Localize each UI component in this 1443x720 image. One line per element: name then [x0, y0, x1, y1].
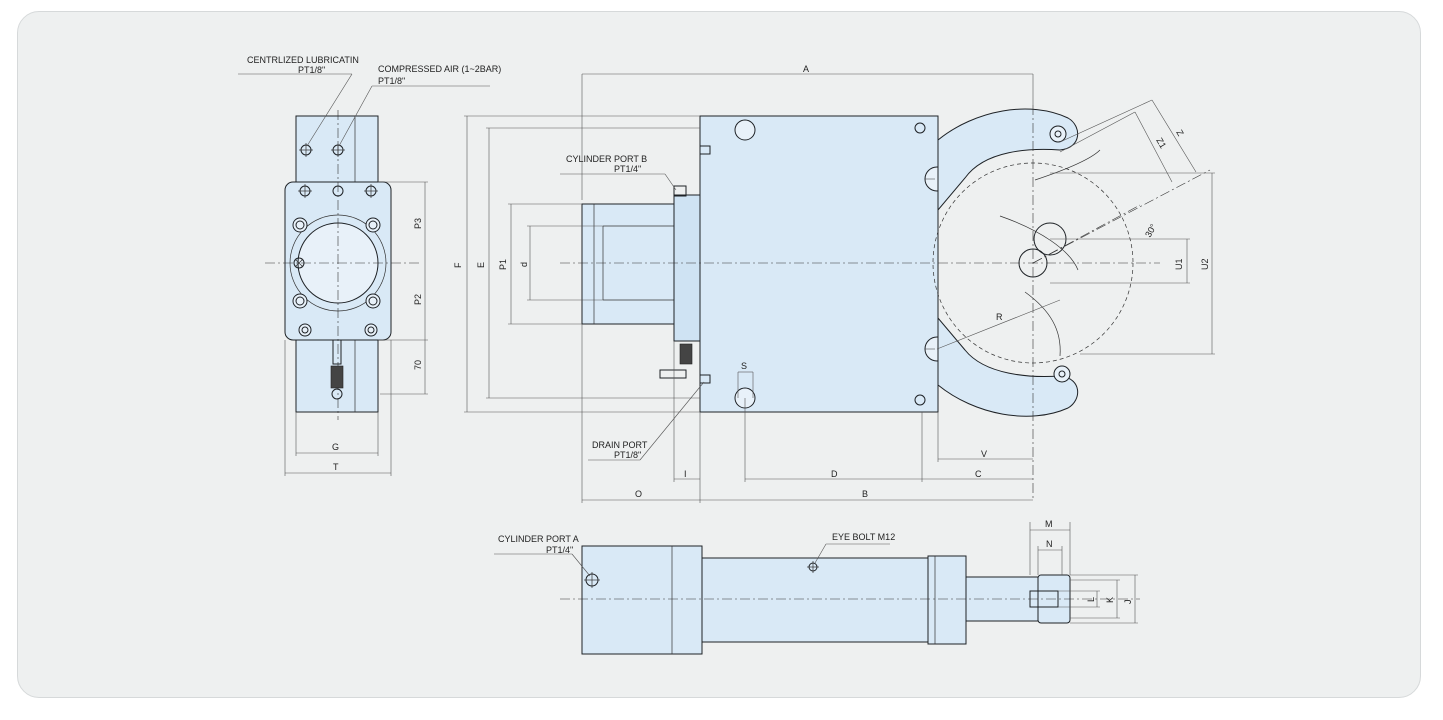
- dim-K: K: [1105, 597, 1115, 603]
- dim-Z1: Z1: [1154, 136, 1168, 150]
- air-spec: PT1/8": [378, 76, 405, 86]
- dim-M: M: [1045, 519, 1053, 529]
- dim-70: 70: [413, 360, 423, 370]
- dim-J: J: [1123, 600, 1133, 605]
- dim-U2: U2: [1200, 258, 1210, 270]
- port-b-spec: PT1/4": [614, 164, 641, 174]
- dim-P3: P3: [413, 218, 423, 229]
- dim-L: L: [1086, 597, 1096, 602]
- dim-d: d: [519, 262, 529, 267]
- port-b-label: CYLINDER PORT B: [566, 154, 647, 164]
- dim-O: O: [635, 489, 642, 499]
- air-label: COMPRESSED AIR (1~2BAR): [378, 64, 501, 74]
- end-view-bolts: [292, 184, 381, 337]
- drain-port-spec: PT1/8": [614, 450, 641, 460]
- drain-port-label: DRAIN PORT: [592, 440, 648, 450]
- main-body: [699, 115, 939, 413]
- side-cylinder: [581, 545, 703, 655]
- dim-I: I: [684, 469, 687, 479]
- lubrication-spec: PT1/8": [298, 65, 325, 75]
- side-view: [494, 522, 1140, 655]
- lower-jaw: [937, 316, 1078, 417]
- dim-B: B: [862, 489, 868, 499]
- upper-jaw: [937, 108, 1078, 212]
- port-b-fitting: [673, 185, 687, 197]
- dim-P2: P2: [413, 294, 423, 305]
- dim-E: E: [476, 262, 486, 268]
- dim-Z: Z: [1174, 128, 1186, 138]
- dim-C: C: [975, 469, 982, 479]
- cylinder-body: [581, 203, 675, 325]
- dim-P1: P1: [498, 259, 508, 270]
- dim-U1: U1: [1174, 258, 1184, 270]
- top-view: [464, 73, 1215, 503]
- dim-V: V: [981, 449, 987, 459]
- dim-D: D: [831, 469, 838, 479]
- dim-angle: 30°: [1143, 222, 1159, 239]
- end-view-fitting: [330, 365, 344, 389]
- end-view: [238, 73, 490, 476]
- side-body: [701, 557, 929, 643]
- port-a-spec: PT1/4": [546, 545, 573, 555]
- cylinder-flange: [673, 194, 701, 342]
- dim-A: A: [803, 64, 809, 74]
- port-a-label: CYLINDER PORT A: [498, 534, 579, 544]
- dim-T: T: [333, 462, 339, 472]
- dim-R: R: [996, 312, 1003, 322]
- dim-N: N: [1046, 539, 1053, 549]
- eye-bolt-label: EYE BOLT M12: [832, 532, 895, 542]
- annotation-labels: CENTRLIZED LUBRICATIN PT1/8" COMPRESSED …: [247, 55, 1210, 604]
- dim-G: G: [332, 442, 339, 452]
- dim-F: F: [453, 262, 463, 268]
- lubrication-label: CENTRLIZED LUBRICATIN: [247, 55, 359, 65]
- dim-S: S: [741, 361, 747, 371]
